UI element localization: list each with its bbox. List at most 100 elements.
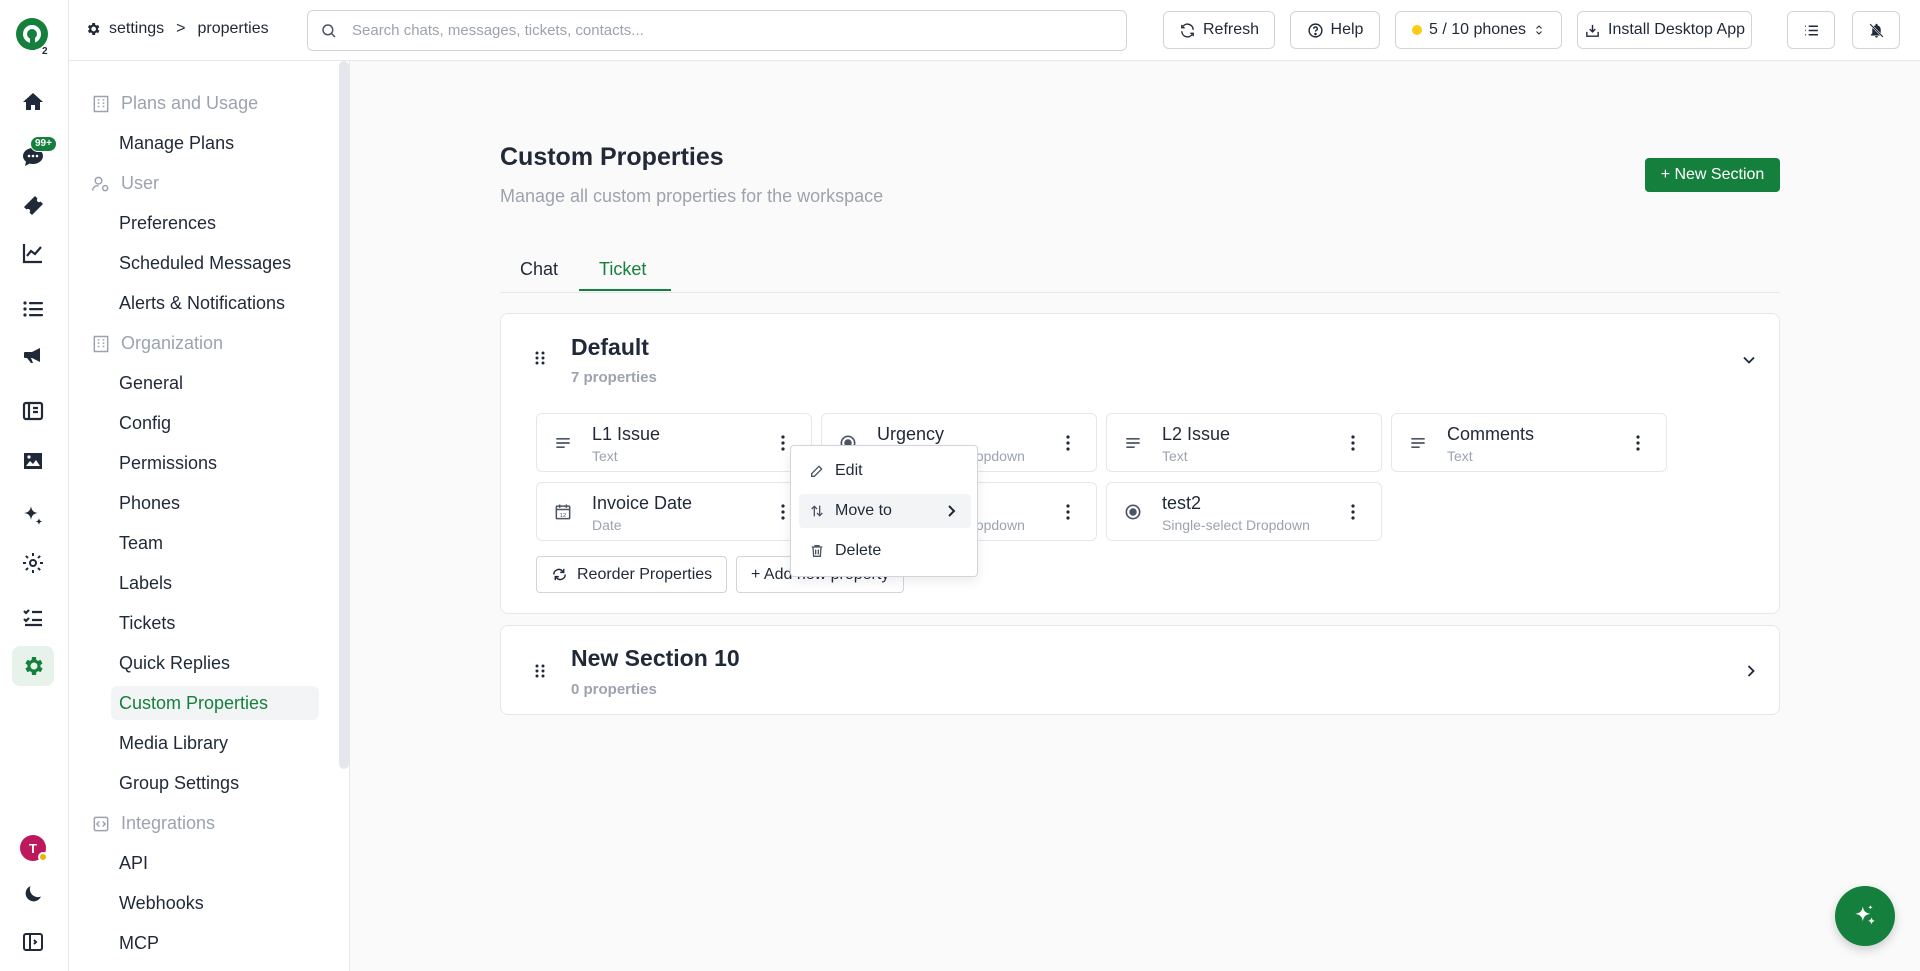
megaphone-icon[interactable] bbox=[19, 341, 47, 369]
reorder-properties-button[interactable]: Reorder Properties bbox=[536, 556, 728, 593]
help-label: Help bbox=[1330, 21, 1364, 38]
ai-sparkle-icon[interactable] bbox=[19, 502, 47, 530]
more-vertical-icon[interactable] bbox=[1345, 433, 1361, 453]
refresh-icon bbox=[1181, 22, 1194, 38]
text-icon bbox=[556, 438, 570, 448]
help-button[interactable]: Help bbox=[1290, 11, 1380, 49]
drag-handle-icon[interactable] bbox=[534, 350, 546, 366]
analytics-icon[interactable] bbox=[19, 239, 47, 267]
notifications-button[interactable] bbox=[1852, 11, 1900, 49]
more-vertical-icon[interactable] bbox=[1630, 433, 1646, 453]
settings-sidebar: Plans and Usage Manage Plans User Prefer… bbox=[69, 61, 350, 971]
sidebar-item-alerts[interactable]: Alerts & Notifications bbox=[119, 293, 286, 313]
tab-ticket[interactable]: Ticket bbox=[599, 259, 647, 279]
more-vertical-icon[interactable] bbox=[1060, 502, 1076, 522]
repeat-icon bbox=[553, 568, 566, 581]
building-icon bbox=[93, 335, 109, 352]
section-count: 7 properties bbox=[571, 369, 657, 386]
sidebar-item-media-library[interactable]: Media Library bbox=[119, 733, 229, 753]
tab-chat[interactable]: Chat bbox=[520, 259, 559, 279]
sidebar-item-permissions[interactable]: Permissions bbox=[119, 453, 218, 473]
svg-text:12: 12 bbox=[560, 513, 566, 519]
property-card[interactable]: 12 Invoice Date Date bbox=[536, 482, 812, 541]
calendar-icon: 12 bbox=[555, 504, 571, 520]
refresh-button[interactable]: Refresh bbox=[1163, 11, 1275, 49]
sidebar-item-phones[interactable]: Phones bbox=[119, 493, 181, 513]
sidebar-item-team[interactable]: Team bbox=[119, 533, 164, 553]
settings-icon[interactable] bbox=[12, 646, 54, 686]
property-type: Text bbox=[592, 448, 618, 464]
dark-mode-icon[interactable] bbox=[19, 880, 47, 908]
property-name: L2 Issue bbox=[1162, 424, 1231, 444]
trash-icon bbox=[811, 545, 823, 557]
phones-label: 5 / 10 phones bbox=[1429, 21, 1526, 38]
list-view-button[interactable] bbox=[1787, 11, 1835, 49]
page-title: Custom Properties bbox=[500, 143, 724, 171]
property-card[interactable]: test2 Single-select Dropdown bbox=[1106, 482, 1382, 541]
pencil-icon bbox=[811, 465, 823, 477]
sidebar-item-group-settings[interactable]: Group Settings bbox=[119, 773, 240, 793]
sidebar-group-organization: Organization bbox=[91, 333, 223, 354]
sidebar-item-api[interactable]: API bbox=[119, 853, 149, 873]
media-icon[interactable] bbox=[19, 447, 47, 475]
integrations-icon bbox=[93, 816, 109, 831]
book-icon[interactable] bbox=[19, 397, 47, 425]
install-desktop-button[interactable]: Install Desktop App bbox=[1577, 11, 1752, 49]
collapse-sidebar-icon[interactable] bbox=[19, 928, 47, 956]
list-icon[interactable] bbox=[19, 295, 47, 323]
more-vertical-icon[interactable] bbox=[1060, 433, 1076, 453]
more-vertical-icon[interactable] bbox=[1345, 502, 1361, 522]
sidebar-item-general[interactable]: General bbox=[119, 373, 184, 393]
sidebar-item-labels[interactable]: Labels bbox=[119, 573, 173, 593]
arrows-updown-icon bbox=[811, 505, 823, 517]
chat-icon[interactable] bbox=[19, 143, 47, 171]
top-bar: settings > properties Search chats, mess… bbox=[69, 0, 1920, 61]
chat-count-badge: 99+ bbox=[30, 136, 57, 152]
list-icon bbox=[1804, 25, 1818, 35]
refresh-label: Refresh bbox=[1202, 21, 1260, 38]
section-title: New Section 10 bbox=[571, 645, 740, 671]
app-logo[interactable]: 2 bbox=[14, 16, 54, 56]
sidebar-item-scheduled-messages[interactable]: Scheduled Messages bbox=[119, 253, 292, 273]
new-section-button[interactable]: + New Section bbox=[1645, 158, 1780, 192]
sidebar-scrollbar[interactable] bbox=[339, 61, 349, 769]
tasks-icon[interactable] bbox=[19, 603, 47, 631]
install-label: Install Desktop App bbox=[1608, 21, 1745, 38]
more-vertical-icon[interactable] bbox=[775, 502, 791, 522]
home-icon[interactable] bbox=[19, 88, 47, 116]
menu-item-edit[interactable]: Edit bbox=[799, 454, 971, 488]
sidebar-item-config[interactable]: Config bbox=[119, 413, 172, 433]
building-icon bbox=[93, 95, 109, 112]
ticket-icon[interactable] bbox=[19, 191, 47, 219]
property-card[interactable]: L1 Issue Text bbox=[536, 413, 812, 472]
drag-handle-icon[interactable] bbox=[534, 663, 546, 679]
svg-text:2: 2 bbox=[42, 46, 48, 56]
chevron-down-icon[interactable] bbox=[1739, 350, 1759, 370]
section-card-new-section-10[interactable]: New Section 10 0 properties bbox=[500, 625, 1780, 715]
status-dot bbox=[38, 852, 48, 862]
active-tab-indicator bbox=[579, 289, 671, 291]
help-icon bbox=[1307, 22, 1323, 38]
ai-assistant-button[interactable] bbox=[1835, 886, 1895, 946]
property-context-menu: Edit Move to Delete bbox=[790, 445, 978, 577]
sidebar-item-custom-properties[interactable]: Custom Properties bbox=[111, 686, 319, 720]
menu-item-move-to[interactable]: Move to bbox=[799, 494, 971, 528]
settings-outline-icon[interactable] bbox=[19, 549, 47, 577]
sidebar-item-webhooks[interactable]: Webhooks bbox=[119, 893, 204, 913]
phones-selector[interactable]: 5 / 10 phones bbox=[1395, 11, 1562, 49]
sidebar-item-manage-plans[interactable]: Manage Plans bbox=[119, 133, 235, 153]
sidebar-item-mcp[interactable]: MCP bbox=[119, 933, 159, 953]
bell-off-icon bbox=[1868, 22, 1884, 38]
sidebar-item-quick-replies[interactable]: Quick Replies bbox=[119, 653, 231, 673]
property-card[interactable]: L2 Issue Text bbox=[1106, 413, 1382, 472]
search-input[interactable]: Search chats, messages, tickets, contact… bbox=[307, 10, 1127, 51]
sidebar-item-preferences[interactable]: Preferences bbox=[119, 213, 217, 233]
menu-item-delete[interactable]: Delete bbox=[799, 534, 971, 568]
property-card[interactable]: Comments Text bbox=[1391, 413, 1667, 472]
user-settings-icon bbox=[91, 176, 109, 191]
more-vertical-icon[interactable] bbox=[775, 433, 791, 453]
sidebar-item-tickets[interactable]: Tickets bbox=[119, 613, 176, 633]
chevron-right-icon[interactable] bbox=[1741, 661, 1761, 681]
breadcrumb-settings[interactable]: settings bbox=[109, 20, 165, 37]
property-type: Text bbox=[1447, 448, 1473, 464]
